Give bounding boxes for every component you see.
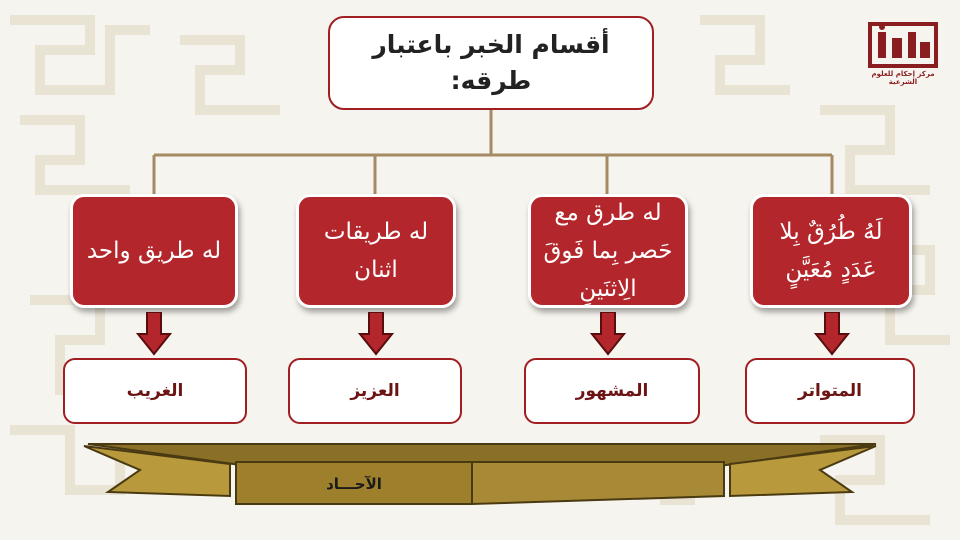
down-arrow-icon	[136, 312, 172, 356]
branch-name-mutawatir: المتواتر	[745, 358, 915, 424]
branch-name-aziz: العزيز	[288, 358, 462, 424]
down-arrow-icon	[814, 312, 850, 356]
group-ribbon	[83, 443, 877, 506]
down-arrow-icon	[358, 312, 394, 356]
branch-name-mashhur: المشهور	[524, 358, 700, 424]
title-box: أقسام الخبر باعتبار طرقه:	[328, 16, 654, 110]
logo-icon	[868, 22, 938, 68]
down-arrow-icon	[590, 312, 626, 356]
branch-description-gharib: له طريق واحد	[70, 194, 238, 308]
group-label: الآحـــاد	[326, 475, 382, 493]
branch-description-mashhur: له طرق مع حَصر بِما فَوقَ الِاثنَينِ	[528, 194, 688, 308]
logo-subtitle: مركز إحكام للعلوم الشرعية	[871, 70, 935, 86]
branch-description-aziz: له طريقات اثنان	[296, 194, 456, 308]
branch-description-mutawatir: لَهُ طُرُقٌ بِلا عَدَدٍ مُعَيَّنٍ	[750, 194, 912, 308]
branch-name-gharib: الغريب	[63, 358, 247, 424]
